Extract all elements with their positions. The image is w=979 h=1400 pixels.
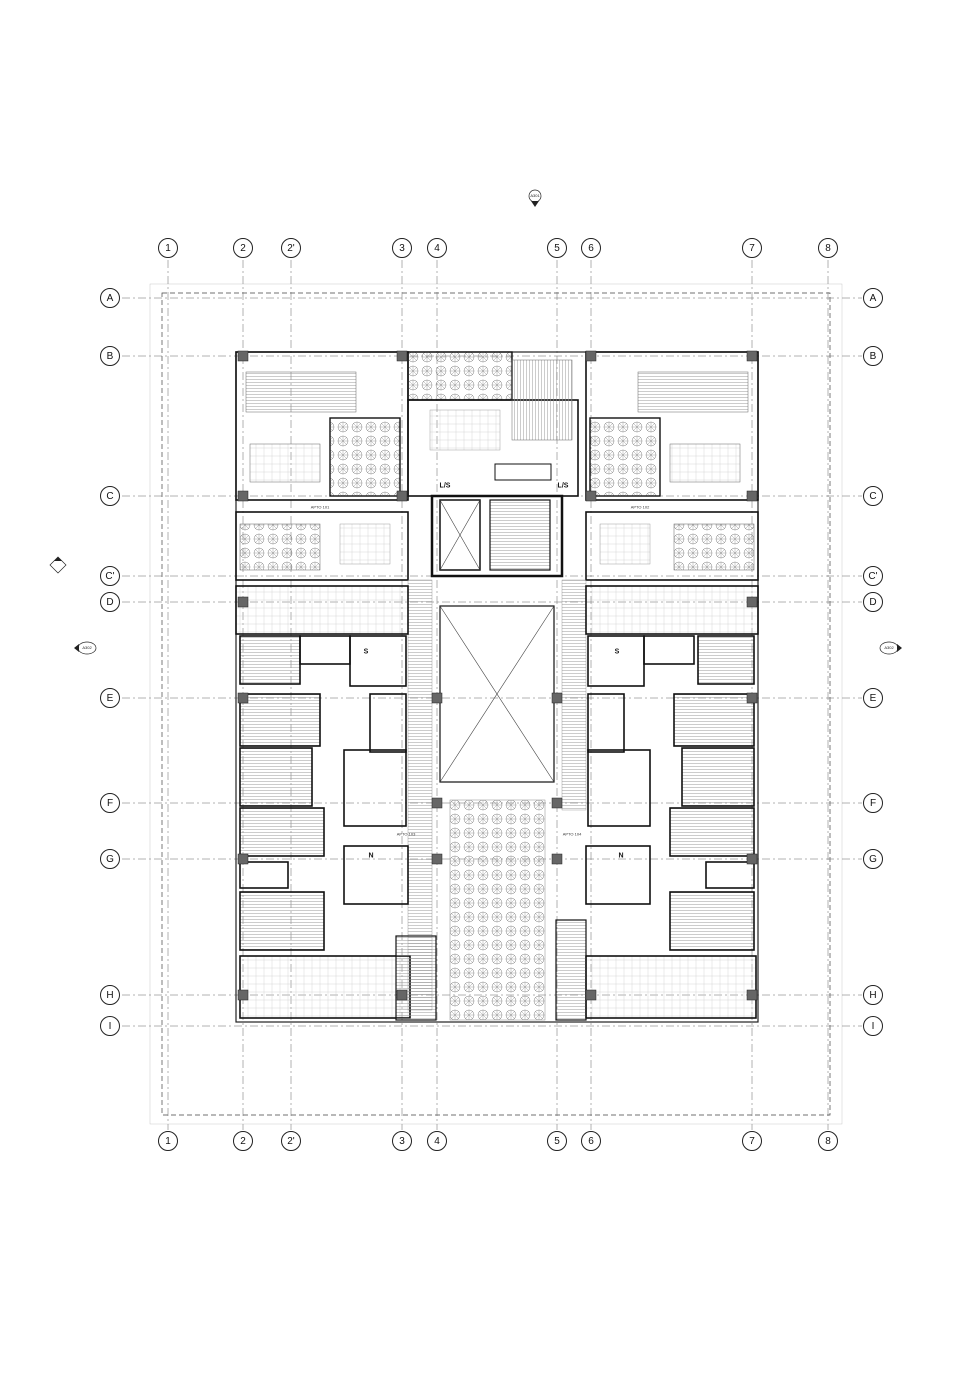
label-lift-right: L/S <box>557 482 569 490</box>
grid-bubble-col-2-bottom: 2 <box>233 1131 253 1151</box>
grid-bubble-col-8-bottom: 8 <box>818 1131 838 1151</box>
label-apto-lower-left: APTO 103 <box>396 831 416 837</box>
grid-bubble-col-2-top: 2 <box>233 238 253 258</box>
grid-bubble-row-G-right: G <box>863 849 883 869</box>
grid-bubble-row-B-right: B <box>863 346 883 366</box>
structural-column <box>237 350 249 362</box>
structural-column <box>746 350 758 362</box>
grid-bubble-row-C-right: C <box>863 486 883 506</box>
grid-bubble-row-H-right: H <box>863 985 883 1005</box>
property-boundary <box>161 292 831 1116</box>
grid-bubble-col-6-top: 6 <box>581 238 601 258</box>
dimension-frame <box>149 283 843 1125</box>
grid-bubble-row-E-left: E <box>100 688 120 708</box>
structural-column <box>396 350 408 362</box>
elevation-marker-left <box>48 555 68 577</box>
core-upper-center <box>407 351 579 578</box>
structural-column <box>431 853 443 865</box>
label-stair-left: S <box>363 648 369 656</box>
structural-column <box>551 692 563 704</box>
grid-bubble-col-7-bottom: 7 <box>742 1131 762 1151</box>
section-marker-right-label: A302 <box>884 645 894 650</box>
structural-column <box>237 853 249 865</box>
grid-bubble-row-C-left: C <box>100 486 120 506</box>
grid-bubble-row-A-left: A <box>100 288 120 308</box>
section-arrow-icon <box>528 189 542 207</box>
section-marker-left-label: A302 <box>82 645 92 650</box>
grid-bubble-row-D-left: D <box>100 592 120 612</box>
grid-bubble-col-2p-bottom: 2' <box>281 1131 301 1151</box>
section-marker-top-label: A301 <box>530 193 540 198</box>
label-stair-right: S <box>614 648 620 656</box>
structural-column <box>551 853 563 865</box>
grid-bubble-row-E-right: E <box>863 688 883 708</box>
grid-bubble-row-A-right: A <box>863 288 883 308</box>
label-apto-upper-right: APTO 102 <box>630 504 650 510</box>
structural-column <box>237 490 249 502</box>
section-marker-right: A302 <box>878 640 902 658</box>
structural-column <box>746 692 758 704</box>
grid-bubble-row-I-right: I <box>863 1016 883 1036</box>
elevation-marker-icon <box>49 556 67 574</box>
label-north-right: N <box>618 852 624 860</box>
structural-column <box>551 797 563 809</box>
label-apto-upper-left: APTO 101 <box>310 504 330 510</box>
grid-bubble-row-G-left: G <box>100 849 120 869</box>
grid-bubble-col-7-top: 7 <box>742 238 762 258</box>
structural-column <box>585 490 597 502</box>
structural-column <box>237 692 249 704</box>
grid-bubble-col-4-top: 4 <box>427 238 447 258</box>
section-marker-top: A301 <box>525 188 545 212</box>
apartment-upper-left <box>235 351 409 581</box>
label-apto-lower-right: APTO 104 <box>562 831 582 837</box>
grid-bubble-row-F-left: F <box>100 793 120 813</box>
grid-bubble-col-1-bottom: 1 <box>158 1131 178 1151</box>
grid-bubble-row-Cp-right: C' <box>863 566 883 586</box>
grid-bubble-col-2p-top: 2' <box>281 238 301 258</box>
structural-column <box>237 596 249 608</box>
structural-column <box>746 596 758 608</box>
grid-bubble-col-5-top: 5 <box>547 238 567 258</box>
structural-column <box>396 490 408 502</box>
grid-bubble-row-H-left: H <box>100 985 120 1005</box>
section-arrow-icon <box>879 641 902 655</box>
structural-column <box>746 853 758 865</box>
grid-bubble-col-4-bottom: 4 <box>427 1131 447 1151</box>
structural-columns <box>237 350 758 1001</box>
apartment-upper-right <box>585 351 759 581</box>
section-arrow-icon <box>74 641 97 655</box>
label-north-left: N <box>368 852 374 860</box>
structural-column <box>431 692 443 704</box>
grid-bubble-row-D-right: D <box>863 592 883 612</box>
grid-bubble-row-F-right: F <box>863 793 883 813</box>
grid-bubble-col-3-top: 3 <box>392 238 412 258</box>
structural-column <box>585 989 597 1001</box>
structural-column <box>431 797 443 809</box>
structural-column <box>746 490 758 502</box>
label-lift-left: L/S <box>439 482 451 490</box>
structural-column <box>585 350 597 362</box>
grid-bubble-row-B-left: B <box>100 346 120 366</box>
apartment-lower-right <box>555 585 759 1021</box>
grid-bubble-row-I-left: I <box>100 1016 120 1036</box>
apartment-lower-left <box>235 585 437 1021</box>
structural-column <box>396 989 408 1001</box>
grid-bubble-col-1-top: 1 <box>158 238 178 258</box>
grid-bubble-row-Cp-left: C' <box>100 566 120 586</box>
grid-bubble-col-5-bottom: 5 <box>547 1131 567 1151</box>
grid-bubble-col-3-bottom: 3 <box>392 1131 412 1151</box>
grid-bubble-col-8-top: 8 <box>818 238 838 258</box>
grid-bubble-col-6-bottom: 6 <box>581 1131 601 1151</box>
section-marker-left: A302 <box>74 640 98 658</box>
structural-column <box>746 989 758 1001</box>
structural-column <box>237 989 249 1001</box>
